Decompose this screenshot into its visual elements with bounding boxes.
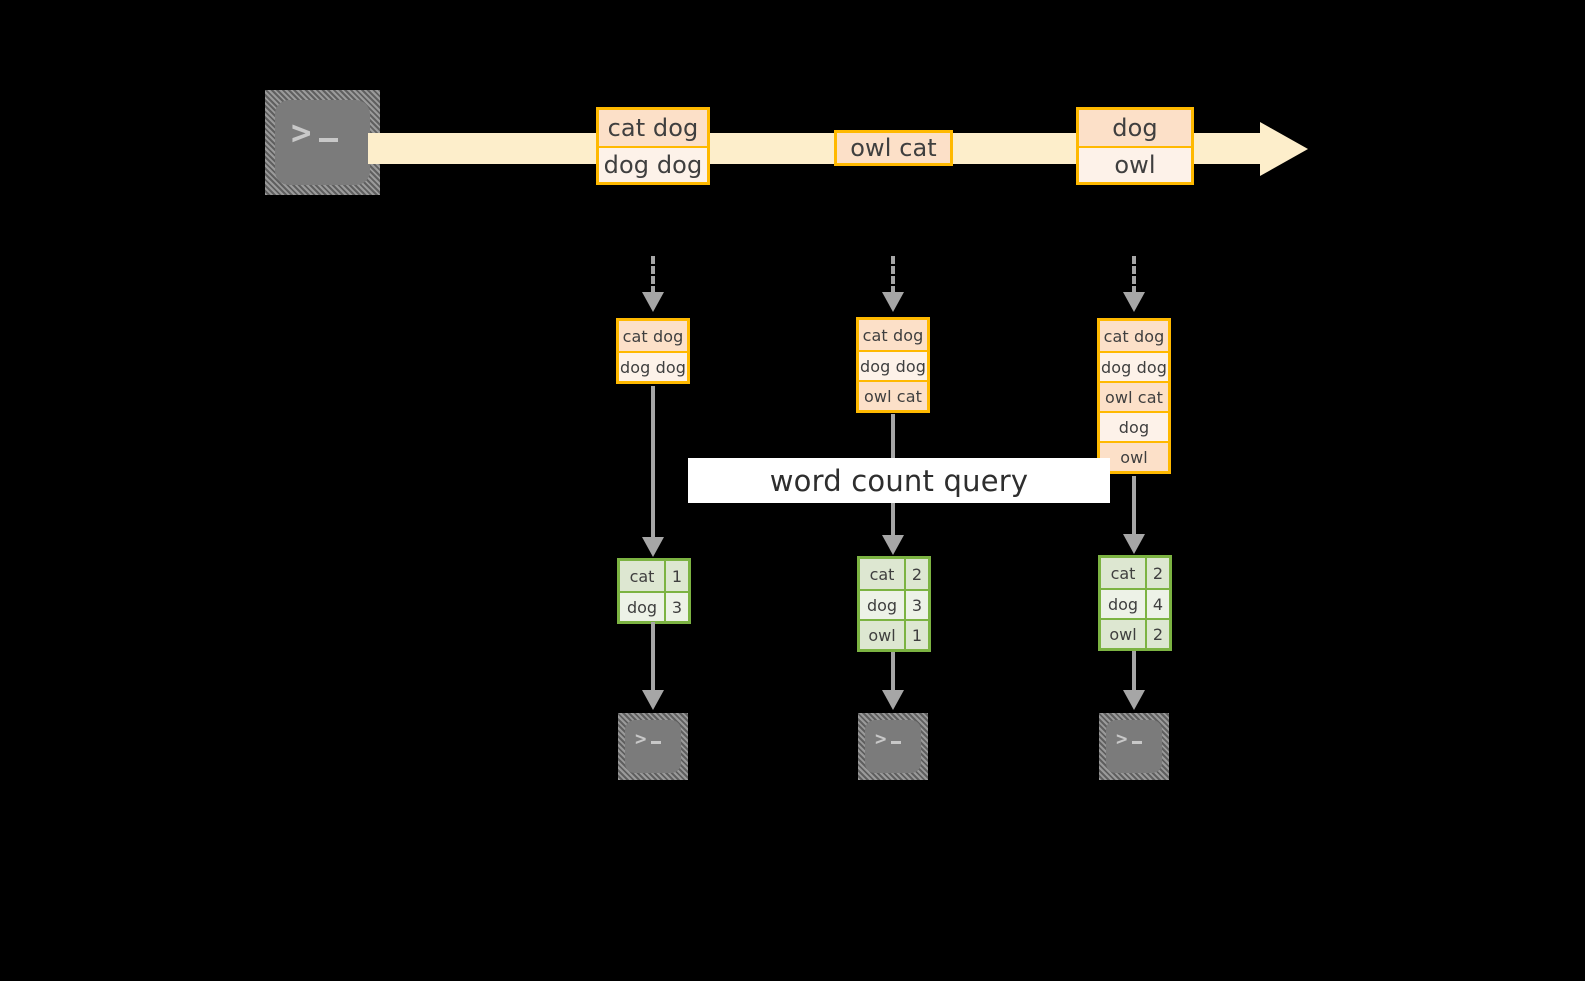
- input-row: owl cat: [859, 380, 927, 410]
- result-word: owl: [860, 621, 904, 649]
- result-word: dog: [860, 591, 904, 619]
- query-banner-label: word count query: [769, 463, 1029, 498]
- result-word: cat: [860, 559, 904, 589]
- result-row: cat 2: [860, 559, 928, 589]
- stream-event-line: dog dog: [599, 146, 707, 182]
- trigger-3-sink-terminal-icon: >: [1099, 713, 1169, 780]
- trigger-2-stream-connector-arrowhead: [882, 292, 904, 312]
- stream-event-group-1: cat dog dog dog: [596, 107, 710, 185]
- result-word: dog: [620, 593, 664, 621]
- trigger-3-query-connector-arrowhead: [1123, 534, 1145, 554]
- result-row: owl 1: [860, 619, 928, 649]
- result-count: 2: [1145, 620, 1169, 648]
- cursor-underscore-icon: [650, 740, 662, 744]
- result-row: cat 2: [1101, 558, 1169, 588]
- trigger-2-stream-connector: [891, 256, 895, 294]
- result-count: 3: [664, 593, 688, 621]
- trigger-1-sink-terminal-icon: >: [618, 713, 688, 780]
- trigger-2-input-table: cat dog dog dog owl cat: [856, 317, 930, 413]
- trigger-2-query-connector-arrowhead: [882, 535, 904, 555]
- chevron-right-icon: >: [1116, 728, 1128, 750]
- stream-event-line: owl cat: [837, 133, 950, 163]
- trigger-2-sink-connector-arrowhead: [882, 690, 904, 710]
- input-row: owl cat: [1100, 381, 1168, 411]
- result-word: dog: [1101, 590, 1145, 618]
- terminal-screen: >: [625, 720, 681, 773]
- input-row: cat dog: [619, 321, 687, 351]
- result-row: owl 2: [1101, 618, 1169, 648]
- terminal-prompt-glyph: >: [875, 728, 902, 750]
- trigger-1-input-table: cat dog dog dog: [616, 318, 690, 384]
- trigger-2-result-table: cat 2 dog 3 owl 1: [857, 556, 931, 652]
- result-count: 3: [904, 591, 928, 619]
- stream-event-group-2: owl cat: [834, 130, 953, 166]
- result-row: cat 1: [620, 561, 688, 591]
- trigger-3-result-table: cat 2 dog 4 owl 2: [1098, 555, 1172, 651]
- query-banner: word count query: [688, 458, 1110, 503]
- result-count: 1: [664, 561, 688, 591]
- terminal-screen: >: [275, 100, 370, 185]
- trigger-3-sink-connector-arrowhead: [1123, 690, 1145, 710]
- stream-event-line: cat dog: [599, 110, 707, 146]
- result-word: owl: [1101, 620, 1145, 648]
- input-row: owl: [1100, 441, 1168, 471]
- result-count: 4: [1145, 590, 1169, 618]
- cursor-underscore-icon: [1131, 740, 1143, 744]
- trigger-1-query-connector-arrowhead: [642, 537, 664, 557]
- result-word: cat: [1101, 558, 1145, 588]
- input-row: dog dog: [1100, 351, 1168, 381]
- data-stream-arrow-head: [1260, 122, 1308, 176]
- trigger-1-sink-connector-arrowhead: [642, 690, 664, 710]
- trigger-1-query-connector: [651, 386, 655, 541]
- trigger-2-sink-connector: [891, 652, 895, 694]
- result-count: 2: [904, 559, 928, 589]
- terminal-screen: >: [1106, 720, 1162, 773]
- trigger-2-sink-terminal-icon: >: [858, 713, 928, 780]
- trigger-3-stream-connector: [1132, 256, 1136, 294]
- terminal-screen: >: [865, 720, 921, 773]
- trigger-3-input-table: cat dog dog dog owl cat dog owl: [1097, 318, 1171, 474]
- input-row: dog dog: [859, 350, 927, 380]
- cursor-underscore-icon: [318, 137, 338, 142]
- stream-event-line: owl: [1079, 146, 1191, 182]
- result-count: 1: [904, 621, 928, 649]
- source-terminal-icon: >: [265, 90, 380, 195]
- chevron-right-icon: >: [875, 728, 887, 750]
- result-row: dog 4: [1101, 588, 1169, 618]
- terminal-prompt-glyph: >: [291, 116, 338, 150]
- trigger-1-result-table: cat 1 dog 3: [617, 558, 691, 624]
- trigger-3-stream-connector-arrowhead: [1123, 292, 1145, 312]
- trigger-3-query-connector: [1132, 476, 1136, 538]
- terminal-prompt-glyph: >: [635, 728, 662, 750]
- terminal-prompt-glyph: >: [1116, 728, 1143, 750]
- result-row: dog 3: [860, 589, 928, 619]
- input-row: dog: [1100, 411, 1168, 441]
- result-word: cat: [620, 561, 664, 591]
- stream-event-group-3: dog owl: [1076, 107, 1194, 185]
- stream-event-line: dog: [1079, 110, 1191, 146]
- chevron-right-icon: >: [635, 728, 647, 750]
- input-row: cat dog: [1100, 321, 1168, 351]
- input-row: dog dog: [619, 351, 687, 381]
- chevron-right-icon: >: [291, 113, 312, 153]
- input-row: cat dog: [859, 320, 927, 350]
- trigger-1-sink-connector: [651, 622, 655, 694]
- trigger-1-stream-connector: [651, 256, 655, 294]
- result-count: 2: [1145, 558, 1169, 588]
- trigger-3-sink-connector: [1132, 651, 1136, 694]
- trigger-1-stream-connector-arrowhead: [642, 292, 664, 312]
- cursor-underscore-icon: [890, 740, 902, 744]
- result-row: dog 3: [620, 591, 688, 621]
